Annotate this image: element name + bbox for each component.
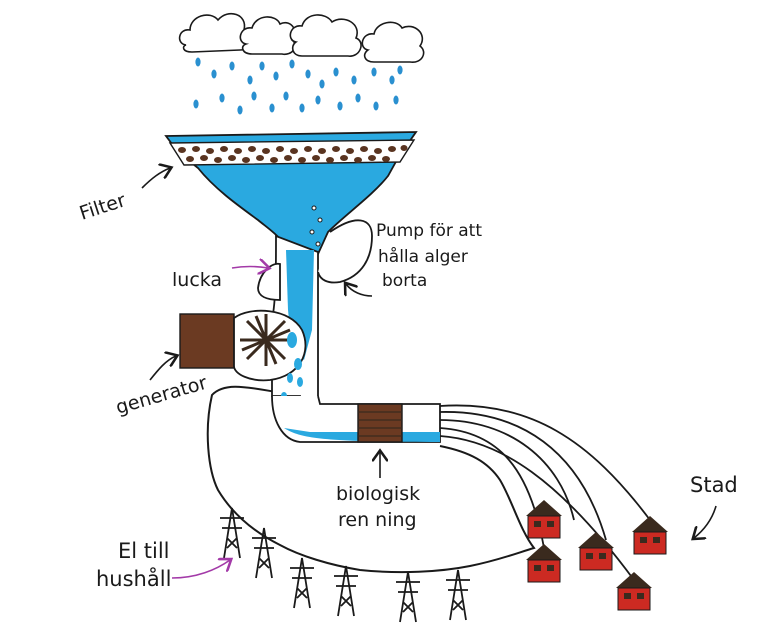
rain-drop-icon <box>273 71 279 81</box>
rain-drop-icon <box>247 75 253 85</box>
rain-drop-icon <box>229 61 235 71</box>
house-icon <box>632 516 668 555</box>
pylons <box>220 507 470 623</box>
rain-drop-icon <box>393 95 399 105</box>
rain-drop-icon <box>283 91 289 101</box>
rain-drop-icon <box>371 67 377 77</box>
pump-label-line1: Pump för att <box>376 221 482 241</box>
arrow-icon <box>171 560 230 579</box>
machine-body-outline <box>206 385 536 574</box>
biologisk-label-line2: ren ning <box>338 509 417 531</box>
el-label-line1: El till <box>118 539 170 563</box>
rain-drop-icon <box>389 75 395 85</box>
pylon-icon <box>252 527 276 579</box>
house-icon <box>578 532 614 571</box>
rain-drop-icon <box>373 101 379 111</box>
rain-drop-icon <box>351 75 357 85</box>
pump-label-line3: borta <box>382 271 427 291</box>
rain-drop-icon <box>319 79 325 89</box>
rain-drop-icon <box>299 103 305 113</box>
rain-drop-icon <box>251 91 257 101</box>
arrow-icon <box>141 168 170 189</box>
rain-drop-icon <box>211 69 217 79</box>
generator-label: generator <box>113 372 209 419</box>
rain-drop-icon <box>259 61 265 71</box>
cloud-icon <box>239 16 297 56</box>
house-icon <box>526 544 562 583</box>
rain-drop-icon <box>305 69 311 79</box>
cloud-icon <box>361 21 425 63</box>
rain-drop-icon <box>193 99 199 109</box>
el-label-line2: hushåll <box>96 566 171 591</box>
rain-drop-icon <box>315 95 321 105</box>
rain-drop-icon <box>355 93 361 103</box>
rain-drop-icon <box>337 101 343 111</box>
rain <box>193 57 403 115</box>
cloud-icon <box>289 14 362 57</box>
arrow-icon <box>346 284 373 297</box>
arrow-icon <box>149 356 176 381</box>
houses <box>526 500 668 611</box>
pylon-icon <box>334 565 358 617</box>
rain-drop-icon <box>289 59 295 69</box>
pylon-icon <box>446 569 470 621</box>
soil-pebbles <box>178 145 408 163</box>
rain-drop-icon <box>237 105 243 115</box>
clouds <box>178 12 425 63</box>
rain-drop-icon <box>269 103 275 113</box>
house-icon <box>526 500 562 539</box>
pylon-icon <box>220 507 244 559</box>
pylon-icon <box>396 571 420 623</box>
turbine-wheel-icon <box>240 314 292 366</box>
annotation-arrows <box>141 168 717 579</box>
rain-drop-icon <box>333 67 339 77</box>
rain-drop-icon <box>195 57 201 67</box>
house-icon <box>616 572 652 611</box>
generator-box <box>179 313 235 369</box>
biologisk-label-line1: biologisk <box>336 483 420 505</box>
filter-label: Filter <box>77 189 129 225</box>
arrow-icon <box>231 267 268 269</box>
stad-label: Stad <box>690 473 738 497</box>
rain-drop-icon <box>397 65 403 75</box>
pump-bypass-loop <box>317 219 373 284</box>
lucka-gate <box>257 262 281 301</box>
pump-bubbles <box>309 205 323 247</box>
arrow-icon <box>694 505 717 538</box>
pylon-icon <box>290 557 314 609</box>
lucka-label: lucka <box>172 269 222 291</box>
block-stripes <box>358 411 402 437</box>
rain-drop-icon <box>219 93 225 103</box>
cloud-icon <box>178 12 252 53</box>
pump-label-line2: hålla alger <box>378 246 468 267</box>
